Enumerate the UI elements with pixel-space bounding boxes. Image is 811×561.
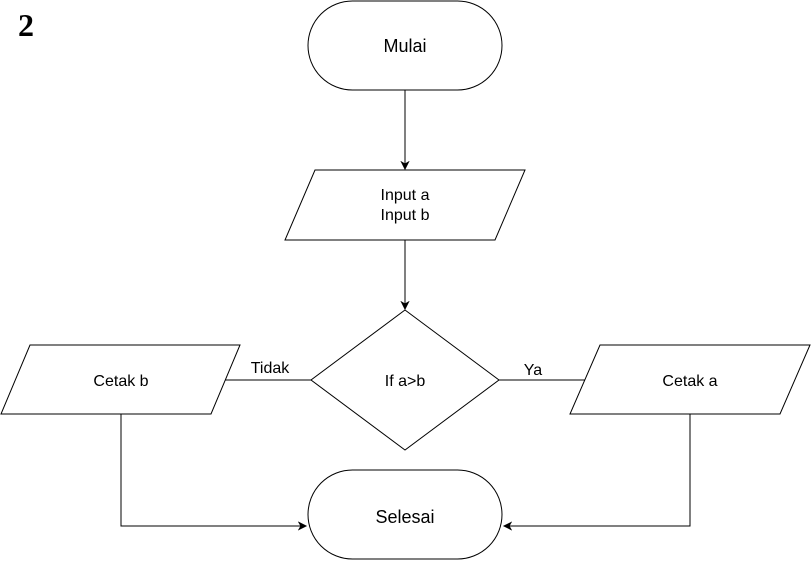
edge-label-no: Tidak [251,360,291,377]
edge-print-a-to-end [504,414,691,526]
edge-print-b-to-end [120,414,306,526]
decision-node: If a>b [310,309,500,451]
input-label-line-2: Input b [381,207,430,224]
edges [120,90,691,526]
print-a-parallelogram-shape [569,344,811,415]
input-node: Input a Input b [284,169,526,241]
start-label: Mulai [383,36,426,56]
end-node: Selesai [307,469,503,560]
decision-label: If a>b [385,373,426,390]
input-parallelogram-shape [284,169,526,241]
decision-diamond-shape [310,309,500,451]
print-a-node: Cetak a [569,344,811,415]
print-b-parallelogram-shape [0,344,241,415]
print-a-label: Cetak a [662,373,717,390]
end-terminator-shape [307,469,503,560]
end-label: Selesai [375,507,434,527]
print-b-label: Cetak b [93,373,148,390]
start-terminator-shape [307,0,503,91]
edge-label-yes: Ya [524,362,542,379]
input-label-line-1: Input a [381,187,430,204]
page-number: 2 [18,7,34,43]
start-node: Mulai [307,0,503,91]
print-b-node: Cetak b [0,344,241,415]
